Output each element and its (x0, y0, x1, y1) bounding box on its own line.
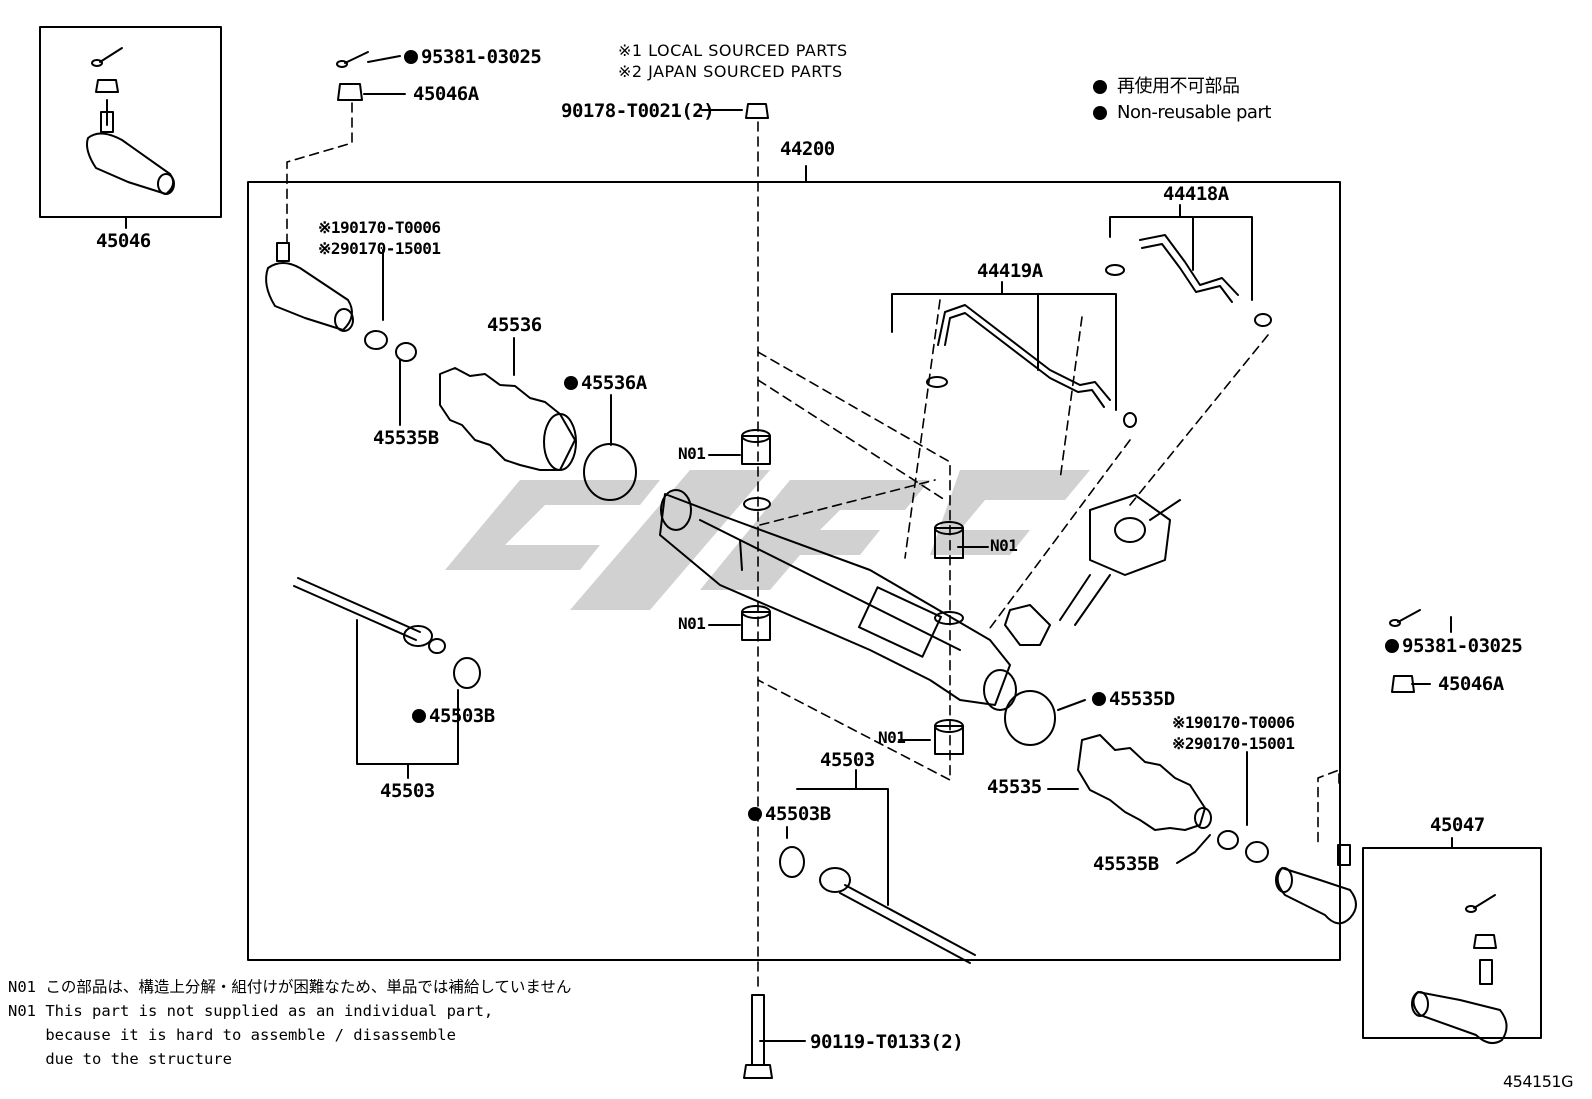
label-290170-left[interactable]: ※290170-15001 (318, 239, 441, 258)
rack-boot-left (439, 367, 577, 471)
lock-nut-left (364, 330, 388, 350)
label-45046[interactable]: 45046 (96, 230, 151, 252)
label-44418A[interactable]: 44418A (1163, 183, 1229, 205)
label-45503B-right[interactable]: 45503B (748, 805, 831, 824)
rack-boot-right (1077, 734, 1212, 831)
inset-box-left (39, 26, 222, 218)
boot-clamp-45536A (583, 443, 637, 501)
legend-non-reusable-jp: 再使用不可部品 (1117, 76, 1240, 97)
bushing-n01 (741, 429, 964, 755)
cotter-pin-top (336, 51, 369, 68)
label-45535[interactable]: 45535 (987, 776, 1042, 798)
note-japan-sourced: ※2 JAPAN SOURCED PARTS (618, 62, 843, 81)
label-90119[interactable]: 90119-T0133(2) (810, 1031, 964, 1053)
steering-rack-housing (659, 489, 1017, 711)
label-190170-right[interactable]: ※190170-T0006 (1172, 713, 1295, 732)
non-reusable-markers (1093, 80, 1107, 120)
footnote-en-2: because it is hard to assemble / disasse… (8, 1026, 456, 1044)
legend-non-reusable-en: Non-reusable part (1117, 102, 1271, 123)
return-line-44418A (1105, 234, 1272, 327)
tie-rod-end-inset-right (1411, 894, 1508, 1045)
label-n01-d[interactable]: N01 (878, 728, 906, 747)
non-reusable-dot (748, 807, 762, 821)
label-45535D[interactable]: 45535D (1092, 690, 1175, 709)
inner-tie-rod-right (819, 867, 976, 964)
label-90178[interactable]: 90178-T0021(2) (561, 100, 715, 122)
footnote-en-3: due to the structure (8, 1050, 232, 1068)
label-44200[interactable]: 44200 (780, 138, 835, 160)
label-190170-left[interactable]: ※190170-T0006 (318, 218, 441, 237)
tie-rod-end-inset-left (86, 47, 175, 195)
claw-washer-left (453, 657, 481, 689)
label-n01-b[interactable]: N01 (678, 614, 706, 633)
clip-left (395, 342, 417, 362)
boot-clamp-45535D (1004, 690, 1056, 746)
label-45047[interactable]: 45047 (1430, 814, 1485, 836)
label-45046A-right[interactable]: 45046A (1438, 673, 1504, 695)
tie-rod-end-left (265, 242, 354, 332)
lock-nut-right (1245, 841, 1269, 863)
bolt-90178 (745, 103, 769, 119)
label-290170-right[interactable]: ※290170-15001 (1172, 734, 1295, 753)
footnote-jp: N01 この部品は、構造上分解・組付けが困難なため、単品では補給していません (8, 978, 572, 996)
footnote-en-1: N01 This part is not supplied as an indi… (8, 1002, 494, 1020)
non-reusable-dot (1092, 692, 1106, 706)
pinion-valve (1059, 494, 1181, 626)
non-reusable-dot (404, 50, 418, 64)
label-45046A-top[interactable]: 45046A (413, 83, 479, 105)
assembly-frame (247, 181, 1341, 961)
label-44419A[interactable]: 44419A (977, 260, 1043, 282)
nut-45046A-top (337, 83, 363, 101)
label-45503-right[interactable]: 45503 (820, 749, 875, 771)
non-reusable-dot (1385, 639, 1399, 653)
non-reusable-dot (564, 376, 578, 390)
diagram-code: 454151G (1503, 1072, 1573, 1091)
label-45503-left[interactable]: 45503 (380, 780, 435, 802)
inner-tie-rod-left (293, 577, 446, 654)
label-95381-right[interactable]: 95381-03025 (1385, 637, 1523, 656)
label-n01-c[interactable]: N01 (990, 536, 1018, 555)
bolt-90119 (743, 994, 773, 1079)
non-reusable-dot (412, 709, 426, 723)
claw-washer-right (779, 846, 805, 878)
note-local-sourced: ※1 LOCAL SOURCED PARTS (618, 41, 848, 60)
label-45503B-left[interactable]: 45503B (412, 707, 495, 726)
inset-box-right (1362, 847, 1542, 1039)
label-45535B-left[interactable]: 45535B (373, 427, 439, 449)
label-45535B-right[interactable]: 45535B (1093, 853, 1159, 875)
pinion-gasket (1004, 604, 1051, 646)
cotter-pin-right (1389, 609, 1421, 627)
label-45536A[interactable]: 45536A (564, 374, 647, 393)
label-45536[interactable]: 45536 (487, 314, 542, 336)
label-95381-top[interactable]: 95381-03025 (404, 48, 542, 67)
nut-45046A-right (1391, 675, 1415, 693)
label-n01-a[interactable]: N01 (678, 444, 706, 463)
clip-right (1217, 830, 1239, 850)
pressure-line-44419A (926, 304, 1137, 428)
tie-rod-end-right (1275, 844, 1357, 925)
